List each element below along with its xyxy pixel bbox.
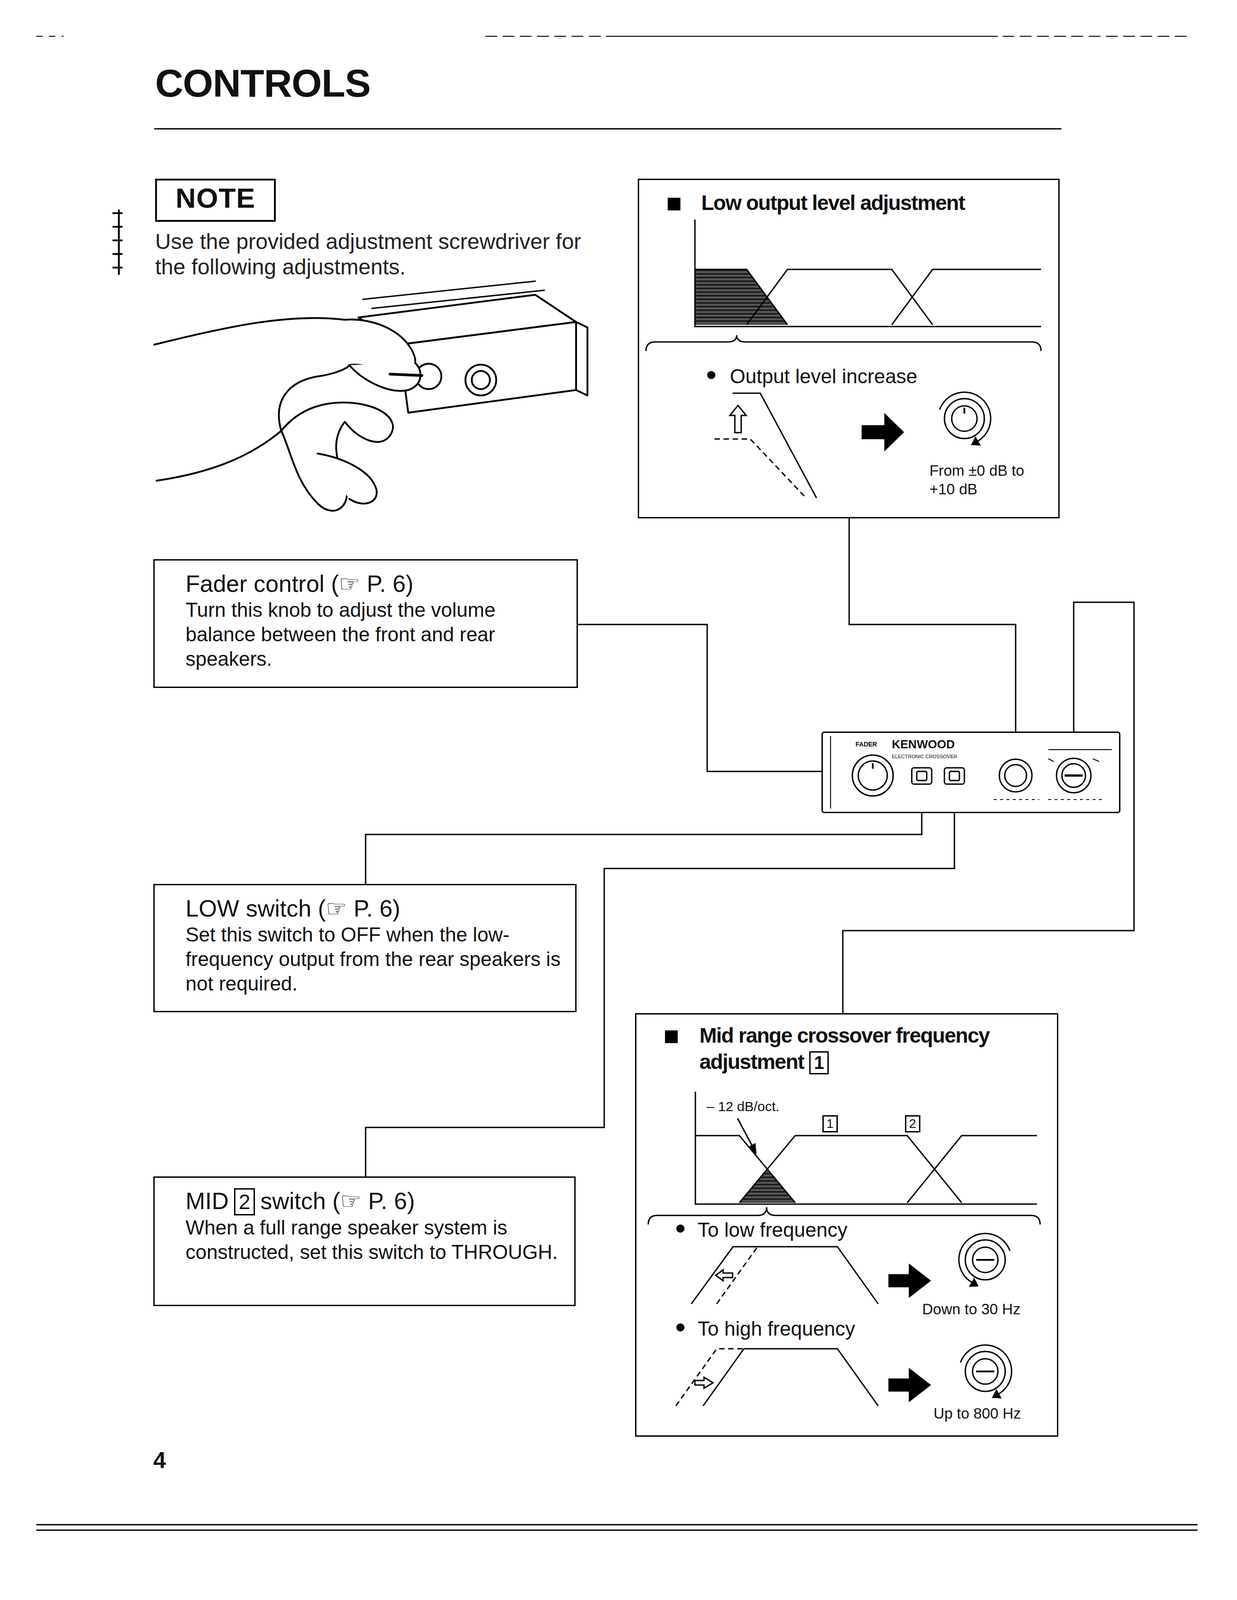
leader-path — [365, 813, 922, 885]
text-group: NOTE — [156, 184, 274, 213]
callout-heading: MID — [185, 1188, 229, 1215]
slope-label: – 12 dB/oct. — [706, 1099, 780, 1115]
text-group: 2 — [904, 1115, 921, 1133]
text-group: FADER — [855, 740, 877, 749]
leader-path — [849, 518, 1016, 732]
leader-line — [365, 813, 922, 885]
note-heading: NOTE — [175, 182, 256, 214]
panel-heading: Low output level adjustment — [701, 190, 965, 215]
leader-path — [365, 813, 955, 1177]
note-box: NOTE — [155, 178, 276, 222]
low-switch-callout: LOW switch (☞ P. 6)Set this switch to OF… — [153, 884, 577, 1013]
text-group: From ±0 dB to +10 dB — [929, 461, 1030, 499]
text-group: To low frequency — [697, 1218, 848, 1242]
text-group: Turn this knob to adjust the volume bala… — [185, 597, 563, 672]
range-note: From ±0 dB to +10 dB — [929, 462, 1025, 498]
text-group: Up to 800 Hz — [933, 1404, 1022, 1423]
page-title: CONTROLS — [155, 63, 371, 103]
range-note: Down to 30 Hz — [922, 1300, 1021, 1318]
text-group: Set this switch to OFF when the low-freq… — [185, 922, 562, 997]
low-output-graphics — [645, 197, 1042, 499]
text-group: When a full range speaker system is cons… — [185, 1215, 561, 1265]
leader-path — [842, 602, 1135, 1014]
callout-body: When a full range speaker system is cons… — [185, 1216, 558, 1264]
callout-heading: Fader control (☞ P. 6) — [185, 570, 414, 597]
mid-range-graphics — [648, 1030, 1041, 1407]
text-group: MID2switch (☞ P. 6) — [185, 1188, 561, 1216]
low-output-panel: Low output level adjustmentOutput level … — [637, 178, 1060, 519]
panel-controls — [830, 736, 1112, 809]
page-rules — [36, 36, 1198, 1531]
leader-line — [365, 813, 955, 1177]
leader-path — [577, 624, 822, 772]
callout-body: Set this switch to OFF when the low-freq… — [185, 923, 561, 995]
text-group: LOW switch (☞ P. 6) — [185, 895, 562, 923]
mid-switch-callout: MID2switch (☞ P. 6)When a full range spe… — [153, 1176, 576, 1307]
leader-line — [849, 518, 1016, 732]
brand-name: KENWOOD — [891, 737, 955, 752]
text-group: – 12 dB/oct. — [706, 1099, 780, 1115]
range-note: Up to 800 Hz — [933, 1405, 1022, 1423]
text-group: Fader control (☞ P. 6) — [185, 570, 563, 598]
margin-marks — [112, 209, 123, 275]
callout-number: 2 — [904, 1115, 921, 1133]
text-group: KENWOOD — [891, 738, 955, 751]
bullet-text: Output level increase — [729, 365, 918, 388]
text-group: Down to 30 Hz — [922, 1300, 1021, 1319]
text-group: To high frequency — [697, 1317, 856, 1341]
text-group: Output level increase — [729, 365, 918, 389]
note-text: Use the provided adjustment screwdriver … — [155, 229, 591, 280]
text-group: 1 — [822, 1115, 838, 1133]
page-number: 4 — [153, 1449, 167, 1472]
callout-body: Turn this knob to adjust the volume bala… — [185, 598, 496, 670]
callout-number: 1 — [809, 1051, 829, 1075]
callout-number: 1 — [822, 1115, 838, 1133]
text-group: Low output level adjustment — [701, 190, 965, 217]
leader-line — [577, 624, 822, 772]
leader-line — [842, 602, 1135, 1014]
callout-heading: LOW switch (☞ P. 6) — [185, 895, 401, 922]
text-group: ELECTRONIC CROSSOVER — [891, 752, 958, 761]
front-panel: FADER KENWOOD ELECTRONIC CROSSOVER — [821, 731, 1121, 814]
bullet-text: To high frequency — [697, 1317, 856, 1340]
mid-range-panel: Mid range crossover frequency adjustment… — [635, 1013, 1059, 1438]
text-group: Mid range crossover frequency adjustment… — [699, 1022, 1049, 1076]
panel-heading: Mid range crossover frequency adjustment — [699, 1023, 990, 1074]
callout-heading: switch (☞ P. 6) — [260, 1188, 416, 1215]
panel-text: ELECTRONIC CROSSOVER — [891, 753, 958, 760]
bullet-text: To low frequency — [697, 1218, 848, 1242]
fader-callout: Fader control (☞ P. 6)Turn this knob to … — [153, 559, 578, 689]
hand-illustration — [154, 281, 588, 511]
panel-text: FADER — [855, 740, 877, 749]
callout-number: 2 — [234, 1188, 255, 1216]
